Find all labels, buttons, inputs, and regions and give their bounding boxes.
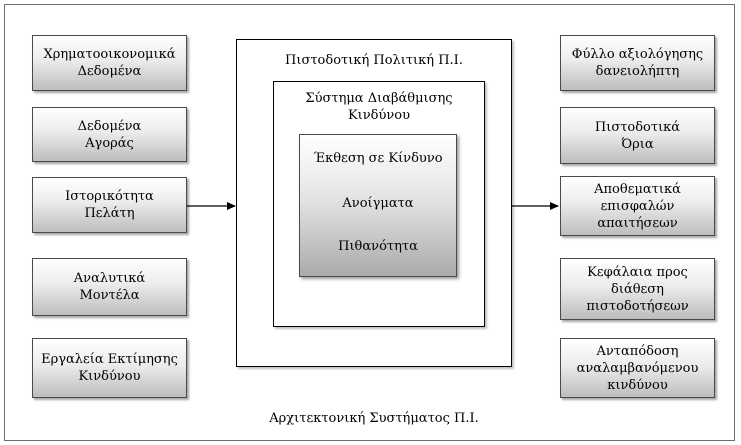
inner-item-exposure: Έκθεση σε Κίνδυνο [313, 151, 443, 166]
input-box-financial-data: Χρηματοοικονομικά Δεδομένα [32, 35, 187, 91]
output-box-borrower-sheet: Φύλλο αξιολόγησης δανειολήπτη [560, 35, 715, 91]
input-box-analytical-models: Αναλυτικά Μοντέλα [32, 258, 187, 316]
diagram-caption: Αρχιτεκτονική Συστήματος Π.Ι. [269, 411, 479, 426]
output-box-risk-return: Ανταπόδοση αναλαμβανόμενου κινδύνου [560, 338, 715, 398]
risk-exposure-box [299, 134, 457, 277]
output-box-credit-limits: Πιστοδοτικά Όρια [560, 107, 715, 164]
inner-item-probability: Πιθανότητα [338, 239, 418, 254]
output-box-provisions: Αποθεματικά επισφαλών απαιτήσεων [560, 176, 715, 236]
credit-policy-title: Πιστοδοτική Πολιτική Π.Ι. [285, 53, 463, 68]
output-box-lending-capital: Κεφάλαια προς διάθεση πιστοδοτήσεων [560, 258, 715, 320]
risk-rating-system-title: Σύστημα Διαβάθμισης Κινδύνου [305, 91, 453, 123]
input-box-customer-history: Ιστορικότητα Πελάτη [32, 177, 187, 233]
input-box-risk-tools: Εργαλεία Εκτίμησης Κινδύνου [32, 338, 187, 398]
input-box-market-data: Δεδομένα Αγοράς [32, 107, 187, 162]
inner-item-openings: Ανοίγματα [342, 196, 414, 211]
